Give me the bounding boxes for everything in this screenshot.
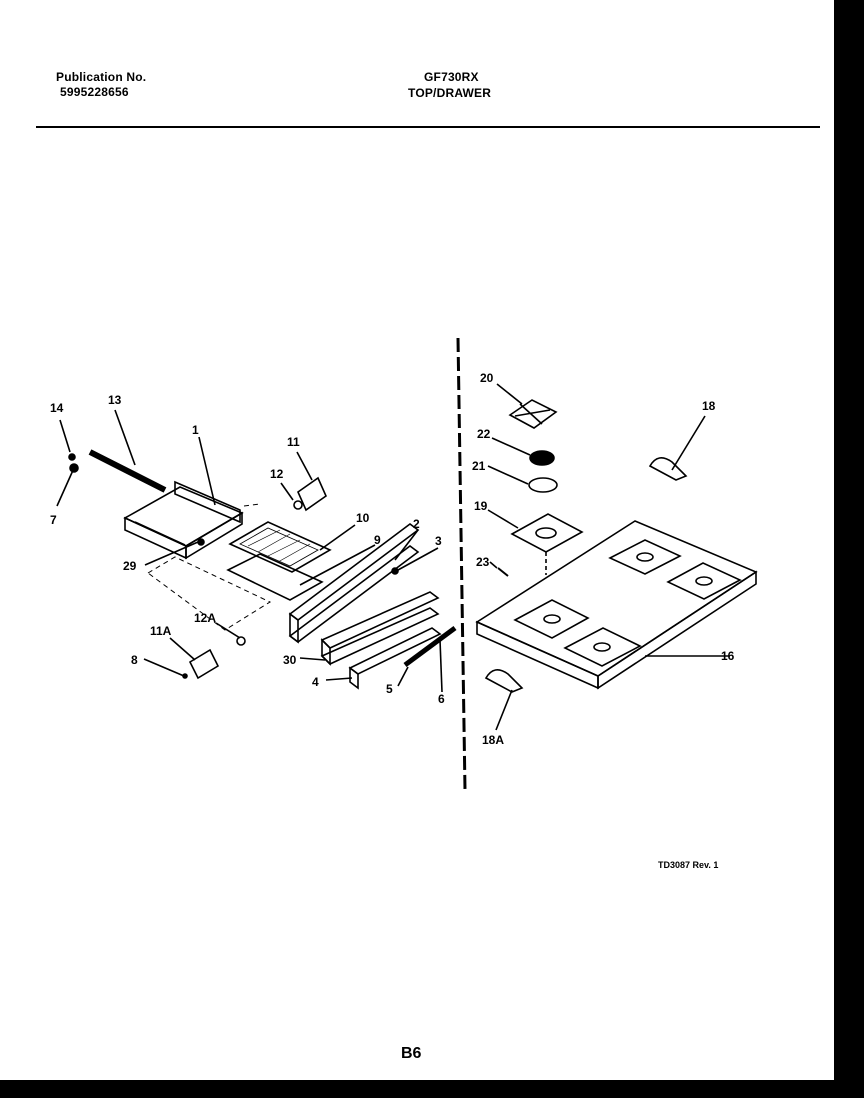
part-11-bracket xyxy=(297,476,327,512)
callout-16: 16 xyxy=(721,649,735,663)
part-3-screw xyxy=(391,567,399,575)
callout-14: 14 xyxy=(50,401,64,415)
callout-3: 3 xyxy=(435,534,442,548)
part-22-cap xyxy=(529,450,555,466)
callout-6: 6 xyxy=(438,692,445,706)
callout-18: 18 xyxy=(702,399,716,413)
callout-labels: 14 13 1 11 12 10 9 2 3 7 29 12A 11A 8 30… xyxy=(50,371,735,747)
exploded-view-drawing: 14 13 1 11 12 10 9 2 3 7 29 12A 11A 8 30… xyxy=(50,337,758,791)
part-23-screw xyxy=(497,567,509,577)
model-number: GF730RX xyxy=(424,70,479,84)
leader-7 xyxy=(56,467,75,507)
callout-29: 29 xyxy=(123,559,137,573)
callout-8: 8 xyxy=(131,653,138,667)
part-1-drawer-bottom xyxy=(123,486,244,547)
burner-well-front-right xyxy=(563,627,642,667)
part-1-drawer-back xyxy=(174,480,241,524)
publication-number: 5995228656 xyxy=(60,85,129,99)
callout-12A: 12A xyxy=(194,611,216,625)
callout-12: 12 xyxy=(270,467,284,481)
part-21-ring xyxy=(528,477,558,493)
page-number: B6 xyxy=(401,1045,422,1062)
part-11A-bracket xyxy=(188,648,220,680)
part-12-roller xyxy=(293,500,303,510)
drawing-reference: TD3087 Rev. 1 xyxy=(658,860,719,870)
header-rule xyxy=(36,126,820,128)
part-18A-hinge xyxy=(484,669,524,693)
parts-diagram-page: Publication No. 5995228656 GF730RX TOP/D… xyxy=(0,0,834,1080)
callout-10: 10 xyxy=(356,511,370,525)
burner-well-front-left xyxy=(513,599,590,639)
part-13-rod xyxy=(88,449,167,493)
callout-5: 5 xyxy=(386,682,393,696)
part-9-broiler-pan xyxy=(226,553,324,601)
callout-11: 11 xyxy=(287,435,300,449)
callout-13: 13 xyxy=(108,393,122,407)
part-6-handle xyxy=(403,625,457,668)
publication-label: Publication No. xyxy=(56,70,147,84)
part-14-screw xyxy=(68,453,76,461)
part-30-front xyxy=(320,591,440,649)
part-10-broiler-grid xyxy=(228,521,332,573)
callout-22: 22 xyxy=(477,427,491,441)
callout-9: 9 xyxy=(374,533,381,547)
callout-23: 23 xyxy=(476,555,490,569)
callout-7: 7 xyxy=(50,513,57,527)
callout-20: 20 xyxy=(480,371,494,385)
burner-well-rear-left xyxy=(608,539,682,575)
part-18-hinge xyxy=(648,457,688,481)
divider-line xyxy=(456,337,467,791)
callout-18A: 18A xyxy=(482,733,504,747)
callout-11A: 11A xyxy=(150,624,172,638)
section-title: TOP/DRAWER xyxy=(408,86,492,100)
callout-19: 19 xyxy=(474,499,488,513)
callout-21: 21 xyxy=(472,459,486,473)
cooktop-assembly xyxy=(475,383,758,731)
callout-30: 30 xyxy=(283,653,297,667)
callout-4: 4 xyxy=(312,675,319,689)
callout-1: 1 xyxy=(192,423,199,437)
drawer-assembly xyxy=(56,409,457,693)
callout-2: 2 xyxy=(413,517,420,531)
part-1-drawer-side xyxy=(185,511,243,560)
part-29-screw xyxy=(197,538,205,546)
part-12A-roller xyxy=(236,636,246,646)
burner-well-rear-right xyxy=(666,562,742,600)
part-20-grate xyxy=(508,399,558,429)
part-19-bowl xyxy=(510,513,584,553)
